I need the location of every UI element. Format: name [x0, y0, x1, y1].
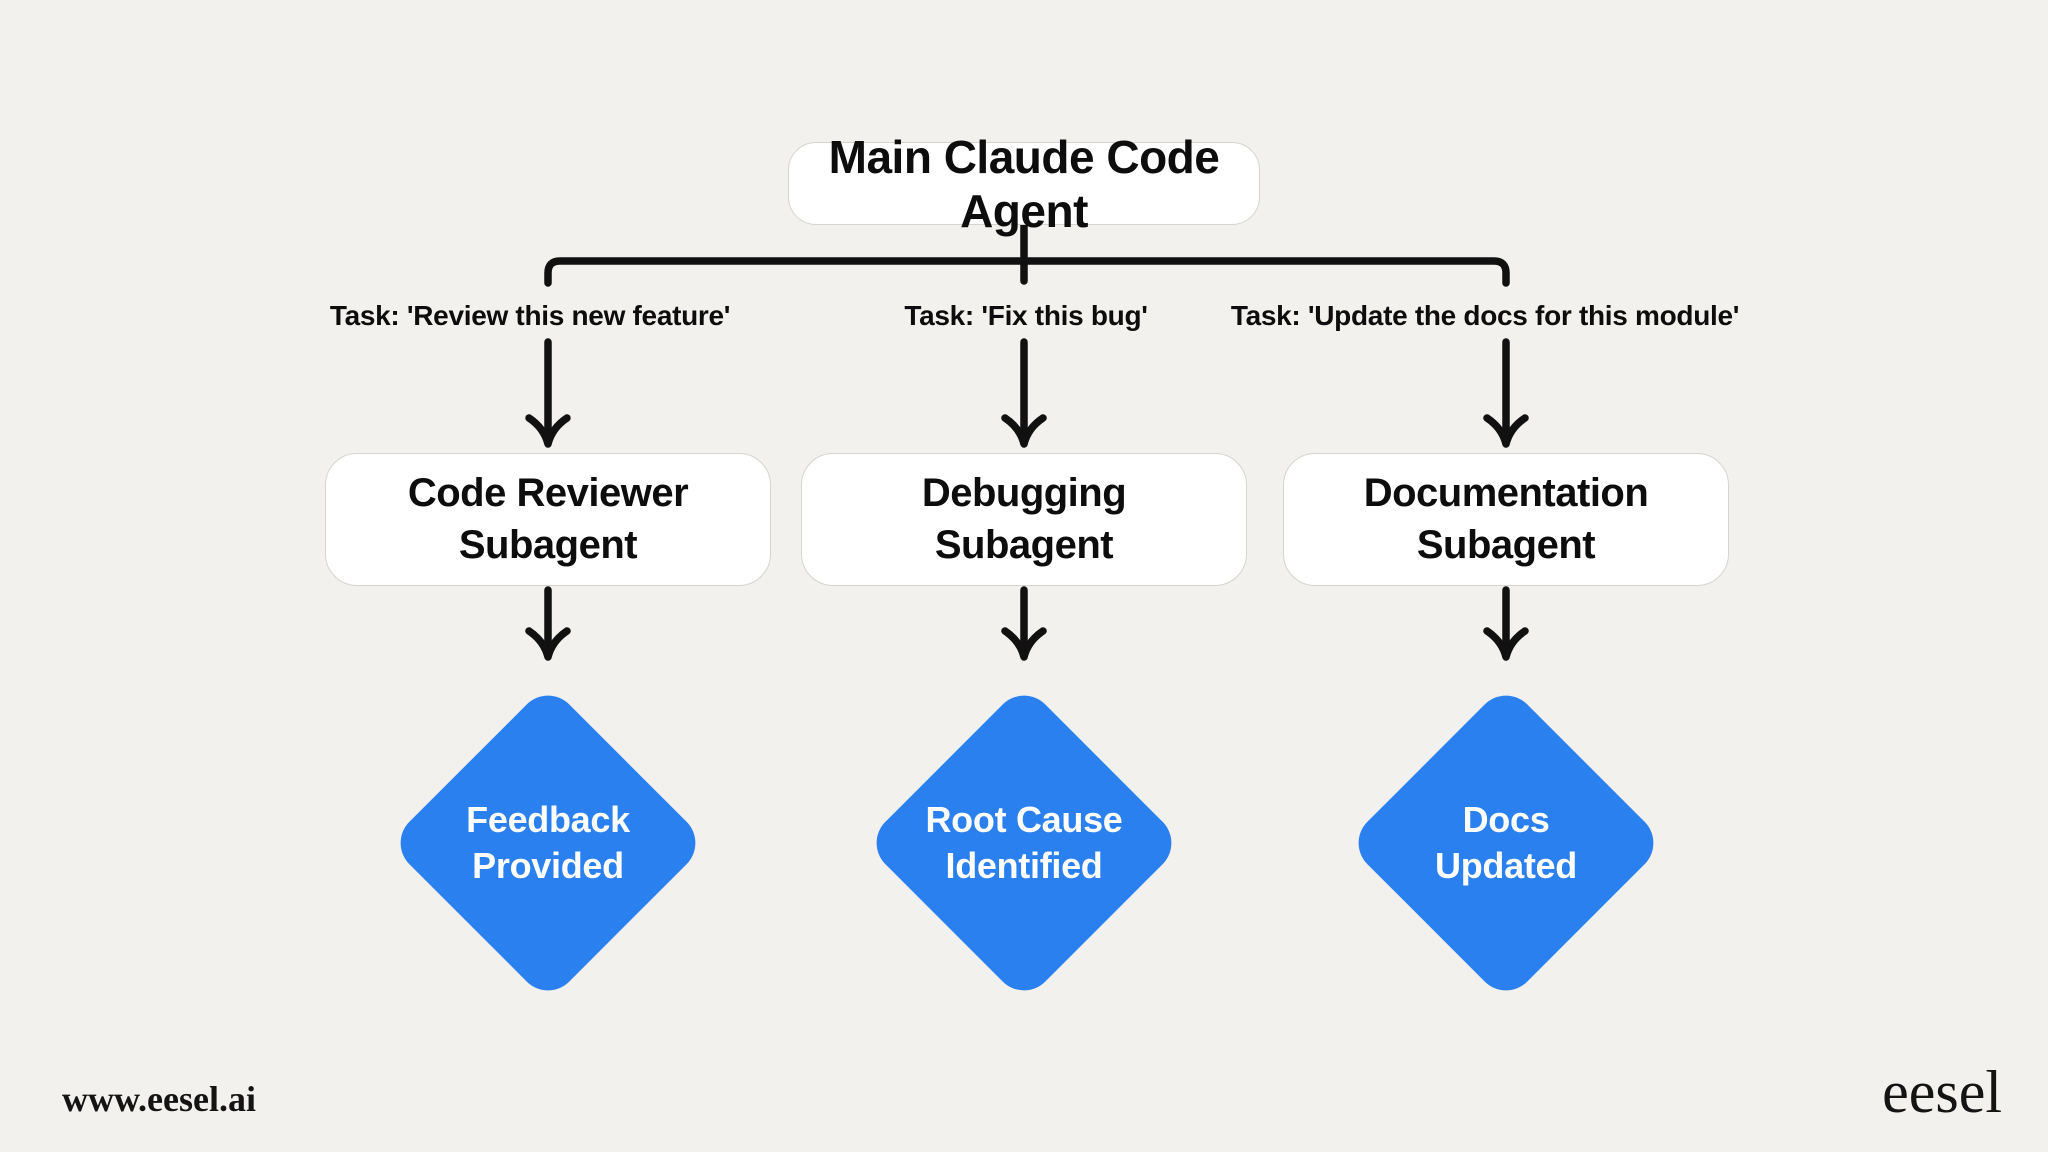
arrow-left-top-head [525, 414, 571, 448]
docs-updated-label: Docs Updated [1435, 798, 1577, 886]
node-main-claude-code-agent: Main Claude Code Agent [788, 131, 1260, 237]
footer-website-text: www.eesel.ai [62, 1079, 256, 1119]
debugging-subagent-label: Debugging Subagent [921, 471, 1127, 567]
main-agent-label: Main Claude Code Agent [828, 130, 1220, 237]
node-documentation-subagent: Documentation Subagent [1283, 453, 1729, 586]
task-label-update-docs: Task: 'Update the docs for this module' [1230, 300, 1740, 331]
arrow-left-bottom-head [525, 627, 571, 661]
root-cause-identified-label: Root Cause Identified [925, 798, 1123, 886]
diamond-root-cause-identified: Root Cause Identified [864, 683, 1184, 1003]
branch-bracket-connector [544, 257, 1510, 287]
code-reviewer-subagent-label: Code Reviewer Subagent [407, 471, 689, 567]
diamond-docs-updated: Docs Updated [1346, 683, 1666, 1003]
node-code-reviewer-subagent: Code Reviewer Subagent [325, 453, 771, 586]
arrow-mid-top-head [1001, 414, 1047, 448]
footer-brand-logo: eesel [1882, 1059, 2002, 1125]
documentation-subagent-label: Documentation Subagent [1363, 471, 1649, 567]
arrow-right-bottom-head [1483, 627, 1529, 661]
task-label-review-feature: Task: 'Review this new feature' [329, 300, 731, 331]
task-label-fix-bug: Task: 'Fix this bug' [904, 300, 1148, 331]
diamond-feedback-provided: Feedback Provided [388, 683, 708, 1003]
feedback-provided-label: Feedback Provided [466, 798, 630, 886]
arrow-right-top-head [1483, 414, 1529, 448]
arrow-mid-bottom-head [1001, 627, 1047, 661]
node-debugging-subagent: Debugging Subagent [801, 453, 1247, 586]
